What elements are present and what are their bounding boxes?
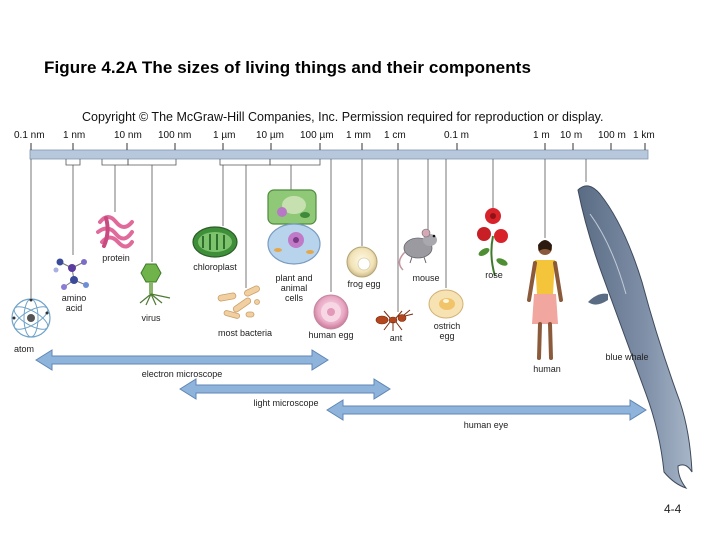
- plant-cell-illustration: [267, 189, 317, 225]
- label-atom: atom: [14, 344, 35, 354]
- figure-title: Figure 4.2A The sizes of living things a…: [44, 58, 531, 77]
- label-human-eye: human eye: [463, 420, 509, 430]
- frog-egg-illustration: [346, 246, 378, 278]
- label-amino-acid: amino acid: [61, 293, 87, 313]
- tick-label: 1 mm: [346, 130, 371, 141]
- tick-label: 1 cm: [384, 130, 406, 141]
- animal-cell-illustration: [267, 223, 321, 265]
- label-blue-whale: blue whale: [605, 352, 649, 362]
- chloroplast-illustration: [192, 226, 238, 258]
- label-rose: rose: [485, 270, 503, 280]
- label-most-bacteria: most bacteria: [217, 328, 273, 338]
- rose-illustration: [477, 208, 508, 277]
- tick-label: 10 m: [560, 130, 583, 141]
- label-chloroplast: chloroplast: [193, 262, 237, 272]
- ant-illustration: [375, 309, 414, 331]
- tick-label: 100 m: [598, 130, 626, 141]
- tick-label: 100 µm: [300, 130, 334, 141]
- range-bracket: [65, 159, 81, 166]
- label-light-microscope: light microscope: [253, 398, 319, 408]
- label-human-egg: human egg: [308, 330, 354, 340]
- tick-label: 100 nm: [158, 130, 192, 141]
- scale-bar: [29, 149, 649, 160]
- human-illustration: [527, 240, 563, 360]
- tick-label: 0.1 m: [444, 130, 470, 141]
- tick-label: 0.1 nm: [14, 130, 45, 141]
- tick-label: 1 m: [533, 130, 550, 141]
- range-bracket: [101, 159, 129, 166]
- range-bracket: [219, 159, 271, 166]
- label-protein: protein: [102, 253, 130, 263]
- protein-illustration: [96, 215, 134, 249]
- human-eye-arrow: [326, 399, 647, 421]
- range-bracket: [269, 159, 321, 166]
- slide-number: 4-4: [664, 502, 682, 516]
- label-mouse: mouse: [412, 273, 440, 283]
- mouse-illustration: [398, 228, 437, 271]
- label-frog-egg: frog egg: [347, 279, 381, 289]
- label-ant: ant: [389, 333, 403, 343]
- atom-illustration: [11, 298, 51, 338]
- virus-illustration: [139, 263, 171, 306]
- range-bracket: [127, 159, 177, 166]
- label-plant-animal-cells: plant and animal cells: [275, 273, 313, 303]
- tick-label: 1 µm: [213, 130, 236, 141]
- light-microscope-arrow: [179, 378, 391, 400]
- blue-whale-illustration: [577, 185, 693, 490]
- tick-label: 10 µm: [256, 130, 284, 141]
- label-human: human: [533, 364, 561, 374]
- label-virus: virus: [141, 313, 161, 323]
- human-egg-illustration: [313, 294, 349, 330]
- bacteria-illustration: [217, 285, 260, 319]
- ostrich-egg-illustration: [428, 289, 464, 319]
- tick-label: 1 nm: [63, 130, 86, 141]
- tick-label: 1 km: [633, 130, 655, 141]
- tick-label: 10 nm: [114, 130, 142, 141]
- amino-acid-illustration: [53, 258, 89, 290]
- electron-microscope-arrow: [35, 349, 329, 371]
- copyright-notice: Copyright © The McGraw-Hill Companies, I…: [82, 110, 604, 124]
- label-ostrich-egg: ostrich egg: [433, 321, 461, 341]
- label-electron-microscope: electron microscope: [141, 369, 223, 379]
